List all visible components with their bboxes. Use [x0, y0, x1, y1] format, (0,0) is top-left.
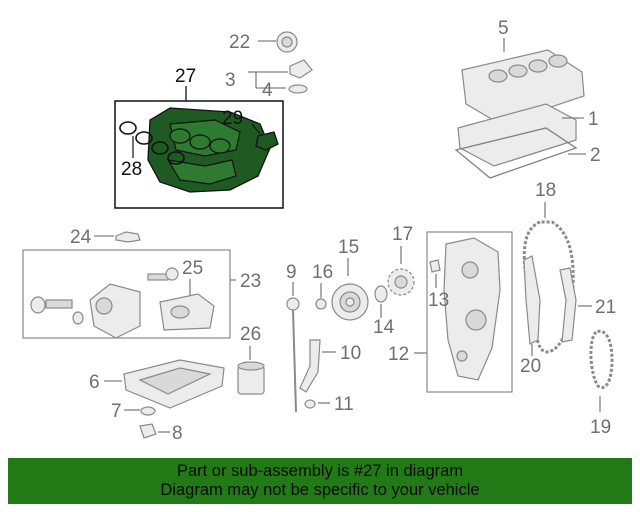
crank-pulley-group: 16 15 14 17	[312, 224, 415, 338]
callout-13[interactable]: 13	[428, 290, 449, 311]
throttle-part-29	[255, 131, 279, 151]
callout-20[interactable]: 20	[520, 356, 541, 377]
callout-9[interactable]: 9	[286, 262, 297, 283]
gasket-24: 24	[70, 227, 141, 248]
oil-filter-26: 26	[237, 324, 265, 395]
callout-7[interactable]: 7	[111, 401, 122, 422]
callout-19[interactable]: 19	[590, 417, 611, 438]
callout-10[interactable]: 10	[340, 343, 361, 364]
valve-cover-group: 5 1 2	[454, 18, 601, 179]
callout-29[interactable]: 29	[222, 108, 243, 129]
callout-6[interactable]: 6	[89, 372, 100, 393]
callout-21[interactable]: 21	[595, 297, 616, 318]
part-27-group[interactable]: 27 28 29	[114, 66, 284, 209]
callout-15[interactable]: 15	[338, 237, 359, 258]
callout-17[interactable]: 17	[392, 224, 413, 245]
callout-24[interactable]: 24	[70, 227, 92, 248]
callout-22[interactable]: 22	[229, 32, 250, 53]
oil-pump-group: 23 25	[22, 249, 261, 339]
oil-cap-group: 22 3 4	[225, 31, 313, 101]
callout-2[interactable]: 2	[590, 145, 601, 166]
manifold-gasket-28	[119, 121, 185, 165]
timing-chain-group: 18 20 21 19	[520, 180, 616, 438]
callout-25[interactable]: 25	[182, 258, 203, 279]
banner-line-2: Diagram may not be specific to your vehi…	[160, 481, 480, 499]
dipstick-tube-group: 10 11	[299, 339, 361, 415]
callout-8[interactable]: 8	[172, 423, 183, 444]
callout-28[interactable]: 28	[121, 159, 142, 180]
callout-16[interactable]: 16	[312, 262, 333, 283]
dipstick-9: 9	[286, 262, 300, 413]
parts-diagram: 27 28 29 22 3	[22, 18, 616, 444]
callout-26[interactable]: 26	[240, 324, 261, 345]
intake-manifold-illustration	[147, 107, 271, 193]
callout-5[interactable]: 5	[498, 18, 509, 39]
banner-line-1: Part or sub-assembly is #27 in diagram	[176, 462, 464, 480]
oil-pan-group: 6 7 8	[89, 359, 225, 444]
info-banner: Part or sub-assembly is #27 in diagram D…	[8, 458, 632, 504]
callout-23[interactable]: 23	[240, 271, 261, 292]
callout-27[interactable]: 27	[175, 66, 196, 87]
timing-cover-group: 12 13	[388, 231, 513, 393]
callout-14[interactable]: 14	[373, 317, 395, 338]
callout-1[interactable]: 1	[588, 109, 599, 130]
callout-11[interactable]: 11	[334, 394, 354, 415]
callout-18[interactable]: 18	[535, 180, 556, 201]
callout-12[interactable]: 12	[388, 344, 409, 365]
callout-3[interactable]: 3	[225, 70, 236, 91]
callout-4[interactable]: 4	[262, 80, 273, 101]
